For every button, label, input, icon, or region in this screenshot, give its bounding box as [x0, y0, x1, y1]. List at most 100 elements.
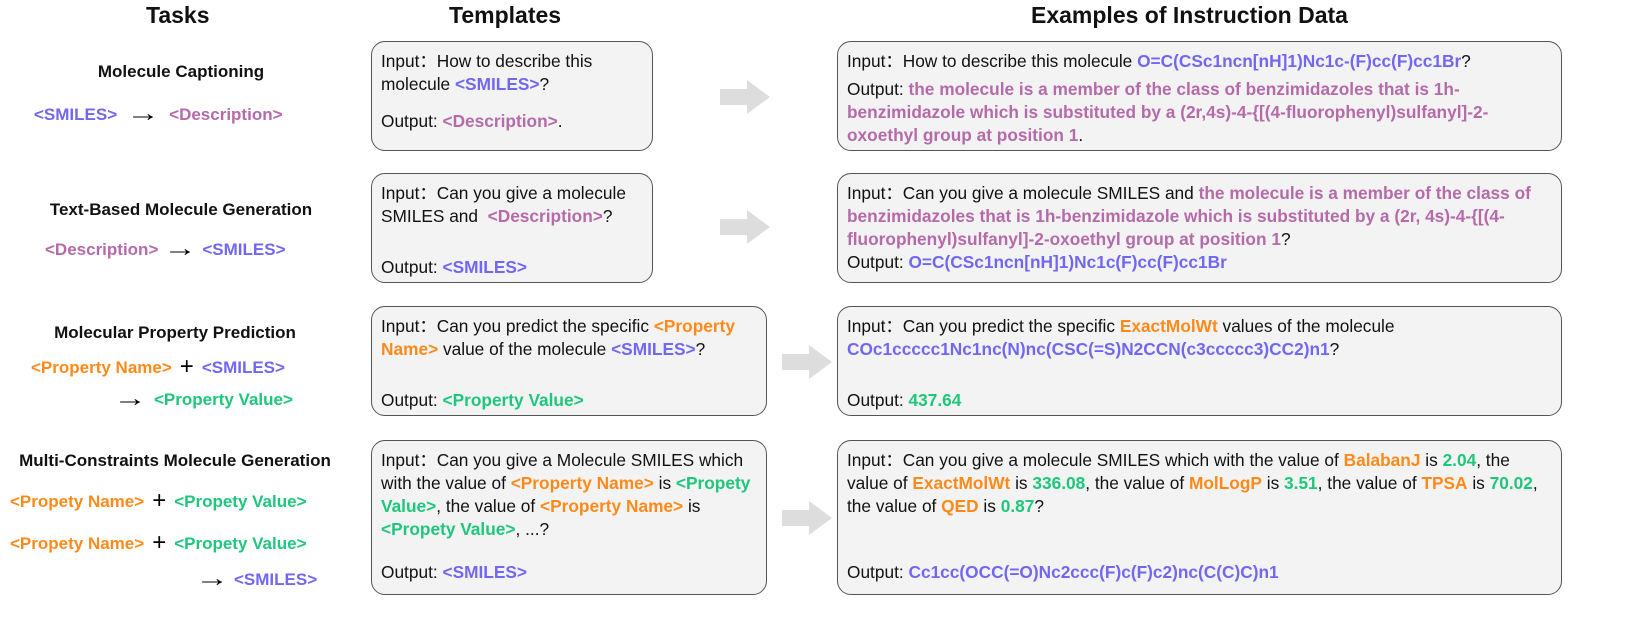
example-input-text: Input：How to describe this molecule [847, 51, 1138, 71]
question-mark: ? [695, 339, 706, 359]
ellipsis-text: , ...? [515, 519, 550, 539]
example-property-name: ExactMolWt [1119, 316, 1218, 336]
right-arrow-icon: → [126, 100, 160, 127]
template-box-text-generation: Input：Can you give a molecule SMILES and… [371, 173, 653, 283]
propety-value-token: <Propety Value> [381, 473, 756, 516]
right-arrow-icon [782, 345, 832, 379]
example-property-value: 437.64 [908, 390, 962, 410]
description-token: <Description> [45, 240, 159, 259]
propety-value-token: <Propety Value> [174, 492, 307, 511]
property-value-token: <Property Value> [442, 390, 584, 410]
example-property-name: MolLogP [1188, 473, 1262, 493]
example-property-name: ExactMolWt [912, 473, 1011, 493]
right-arrow-icon: → [195, 565, 229, 592]
property-value-token: <Property Value> [154, 390, 293, 409]
example-property-value: 336.08 [1032, 473, 1086, 493]
template-input-mid: value of the molecule [438, 339, 612, 359]
task-flow-property-prediction-line2: → <Property Value> [108, 384, 293, 412]
example-box-captioning: Input：How to describe this molecule O=C(… [837, 41, 1562, 151]
tasks-header: Tasks [146, 2, 210, 28]
propety-name-token: <Propety Name> [10, 534, 145, 553]
example-output-label: Output: [847, 390, 909, 410]
example-smiles: O=C(CSc1ncn[nH]1)Nc1c-(F)cc(F)cc1Br [1137, 51, 1462, 71]
example-box-text-generation: Input：Can you give a molecule SMILES and… [837, 173, 1562, 283]
is-text: is [1010, 473, 1033, 493]
task-flow-text-generation: <Description>→<SMILES> [45, 234, 286, 262]
is-text: is [1261, 473, 1285, 493]
template-box-multi-constraints: Input：Can you give a Molecule SMILES whi… [371, 440, 767, 595]
example-input-text: Input：Can you predict the specific [847, 316, 1120, 336]
period: . [557, 111, 563, 131]
right-arrow-icon [782, 501, 832, 535]
description-token: <Description> [169, 105, 283, 124]
example-input-mid: values of the molecule [1217, 316, 1400, 336]
example-input-text: Input：Can you give a molecule SMILES whi… [847, 450, 1344, 470]
comma-value-text: , the value of [847, 450, 1515, 493]
example-output-label: Output: [847, 79, 909, 99]
task-title-multi-constraints: Multi-Constraints Molecule Generation [19, 451, 331, 470]
task-flow-multi-line1: <Propety Name>+<Propety Value> [10, 486, 307, 514]
smiles-token: <SMILES> [201, 358, 285, 377]
task-title-property-prediction: Molecular Property Prediction [54, 323, 296, 342]
example-smiles: O=C(CSc1ncn[nH]1)Nc1c(F)cc(F)cc1Br [908, 252, 1227, 272]
right-arrow-icon: → [113, 385, 147, 412]
is-text: is [683, 496, 706, 516]
plus-sign: + [152, 529, 167, 556]
period: . [1078, 125, 1084, 145]
question-mark: ? [1329, 339, 1340, 359]
propety-value-token: <Propety Value> [174, 534, 307, 553]
example-smiles: Cc1cc(OCC(=O)Nc2ccc(F)c(F)c2)nc(C(C)C)n1 [908, 562, 1279, 582]
example-property-value: 0.87 [1000, 496, 1035, 516]
templates-header: Templates [449, 2, 562, 28]
right-arrow-icon [720, 210, 770, 244]
example-smiles: COc1ccccc1Nc1nc(N)nc(CSC(=S)N2CCN(c3cccc… [847, 339, 1330, 359]
example-property-value: 70.02 [1489, 473, 1533, 493]
comma-value-text: , the value of [1085, 473, 1189, 493]
question-mark: ? [1034, 496, 1044, 516]
question-mark: ? [1280, 229, 1291, 249]
example-description: the molecule is a member of the class of… [847, 79, 1489, 145]
template-output-label: Output: [381, 111, 443, 131]
smiles-token: <SMILES> [34, 105, 118, 124]
description-token: <Description> [442, 111, 558, 131]
right-arrow-icon: → [163, 235, 198, 262]
example-output-label: Output: [847, 252, 909, 272]
example-box-multi-constraints: Input：Can you give a molecule SMILES whi… [837, 440, 1562, 595]
task-title-text-based-generation: Text-Based Molecule Generation [49, 200, 313, 219]
description-token: <Description> [487, 206, 603, 226]
question-mark: ? [1461, 51, 1471, 71]
comma-value-text: , the value of [847, 473, 1543, 516]
example-input-text: Input：Can you give a molecule SMILES and [847, 183, 1199, 203]
template-input-text: Input：Can you predict the specific [381, 316, 654, 336]
task-flow-property-prediction-line1: <Property Name>+<SMILES> [31, 352, 285, 380]
task-flow-multi-line3: → <SMILES> [188, 564, 317, 592]
is-text: is [978, 496, 1001, 516]
task-title-molecule-captioning: Molecule Captioning [97, 62, 265, 81]
template-output-label: Output: [381, 390, 443, 410]
example-property-value: 2.04 [1442, 450, 1477, 470]
comma-value-text: , the value of [436, 496, 541, 516]
plus-sign: + [152, 487, 167, 514]
question-mark: ? [602, 206, 613, 226]
examples-header: Examples of Instruction Data [1031, 2, 1348, 28]
example-description: the molecule is a member of the class of… [847, 183, 1536, 249]
property-name-token: <Property Name> [510, 473, 654, 493]
template-box-property-prediction: Input：Can you predict the specific <Prop… [371, 306, 767, 416]
template-output-label: Output: [381, 562, 443, 582]
task-flow-captioning: <SMILES> → <Description> [34, 99, 283, 127]
example-property-name: BalabanJ [1343, 450, 1421, 470]
example-output-label: Output: [847, 562, 909, 582]
example-box-property-prediction: Input：Can you predict the specific Exact… [837, 306, 1562, 416]
smiles-token: <SMILES> [442, 257, 528, 277]
is-text: is [653, 473, 676, 493]
comma-value-text: , the value of [1317, 473, 1422, 493]
is-text: is [1467, 473, 1490, 493]
smiles-token: <SMILES> [234, 570, 318, 589]
property-name-token: <Property Name> [31, 358, 172, 377]
smiles-token: <SMILES> [202, 240, 286, 259]
template-output-label: Output: [381, 257, 443, 277]
is-text: is [1420, 450, 1443, 470]
question-mark: ? [539, 74, 550, 94]
smiles-token: <SMILES> [442, 562, 528, 582]
example-property-value: 3.51 [1284, 473, 1318, 493]
